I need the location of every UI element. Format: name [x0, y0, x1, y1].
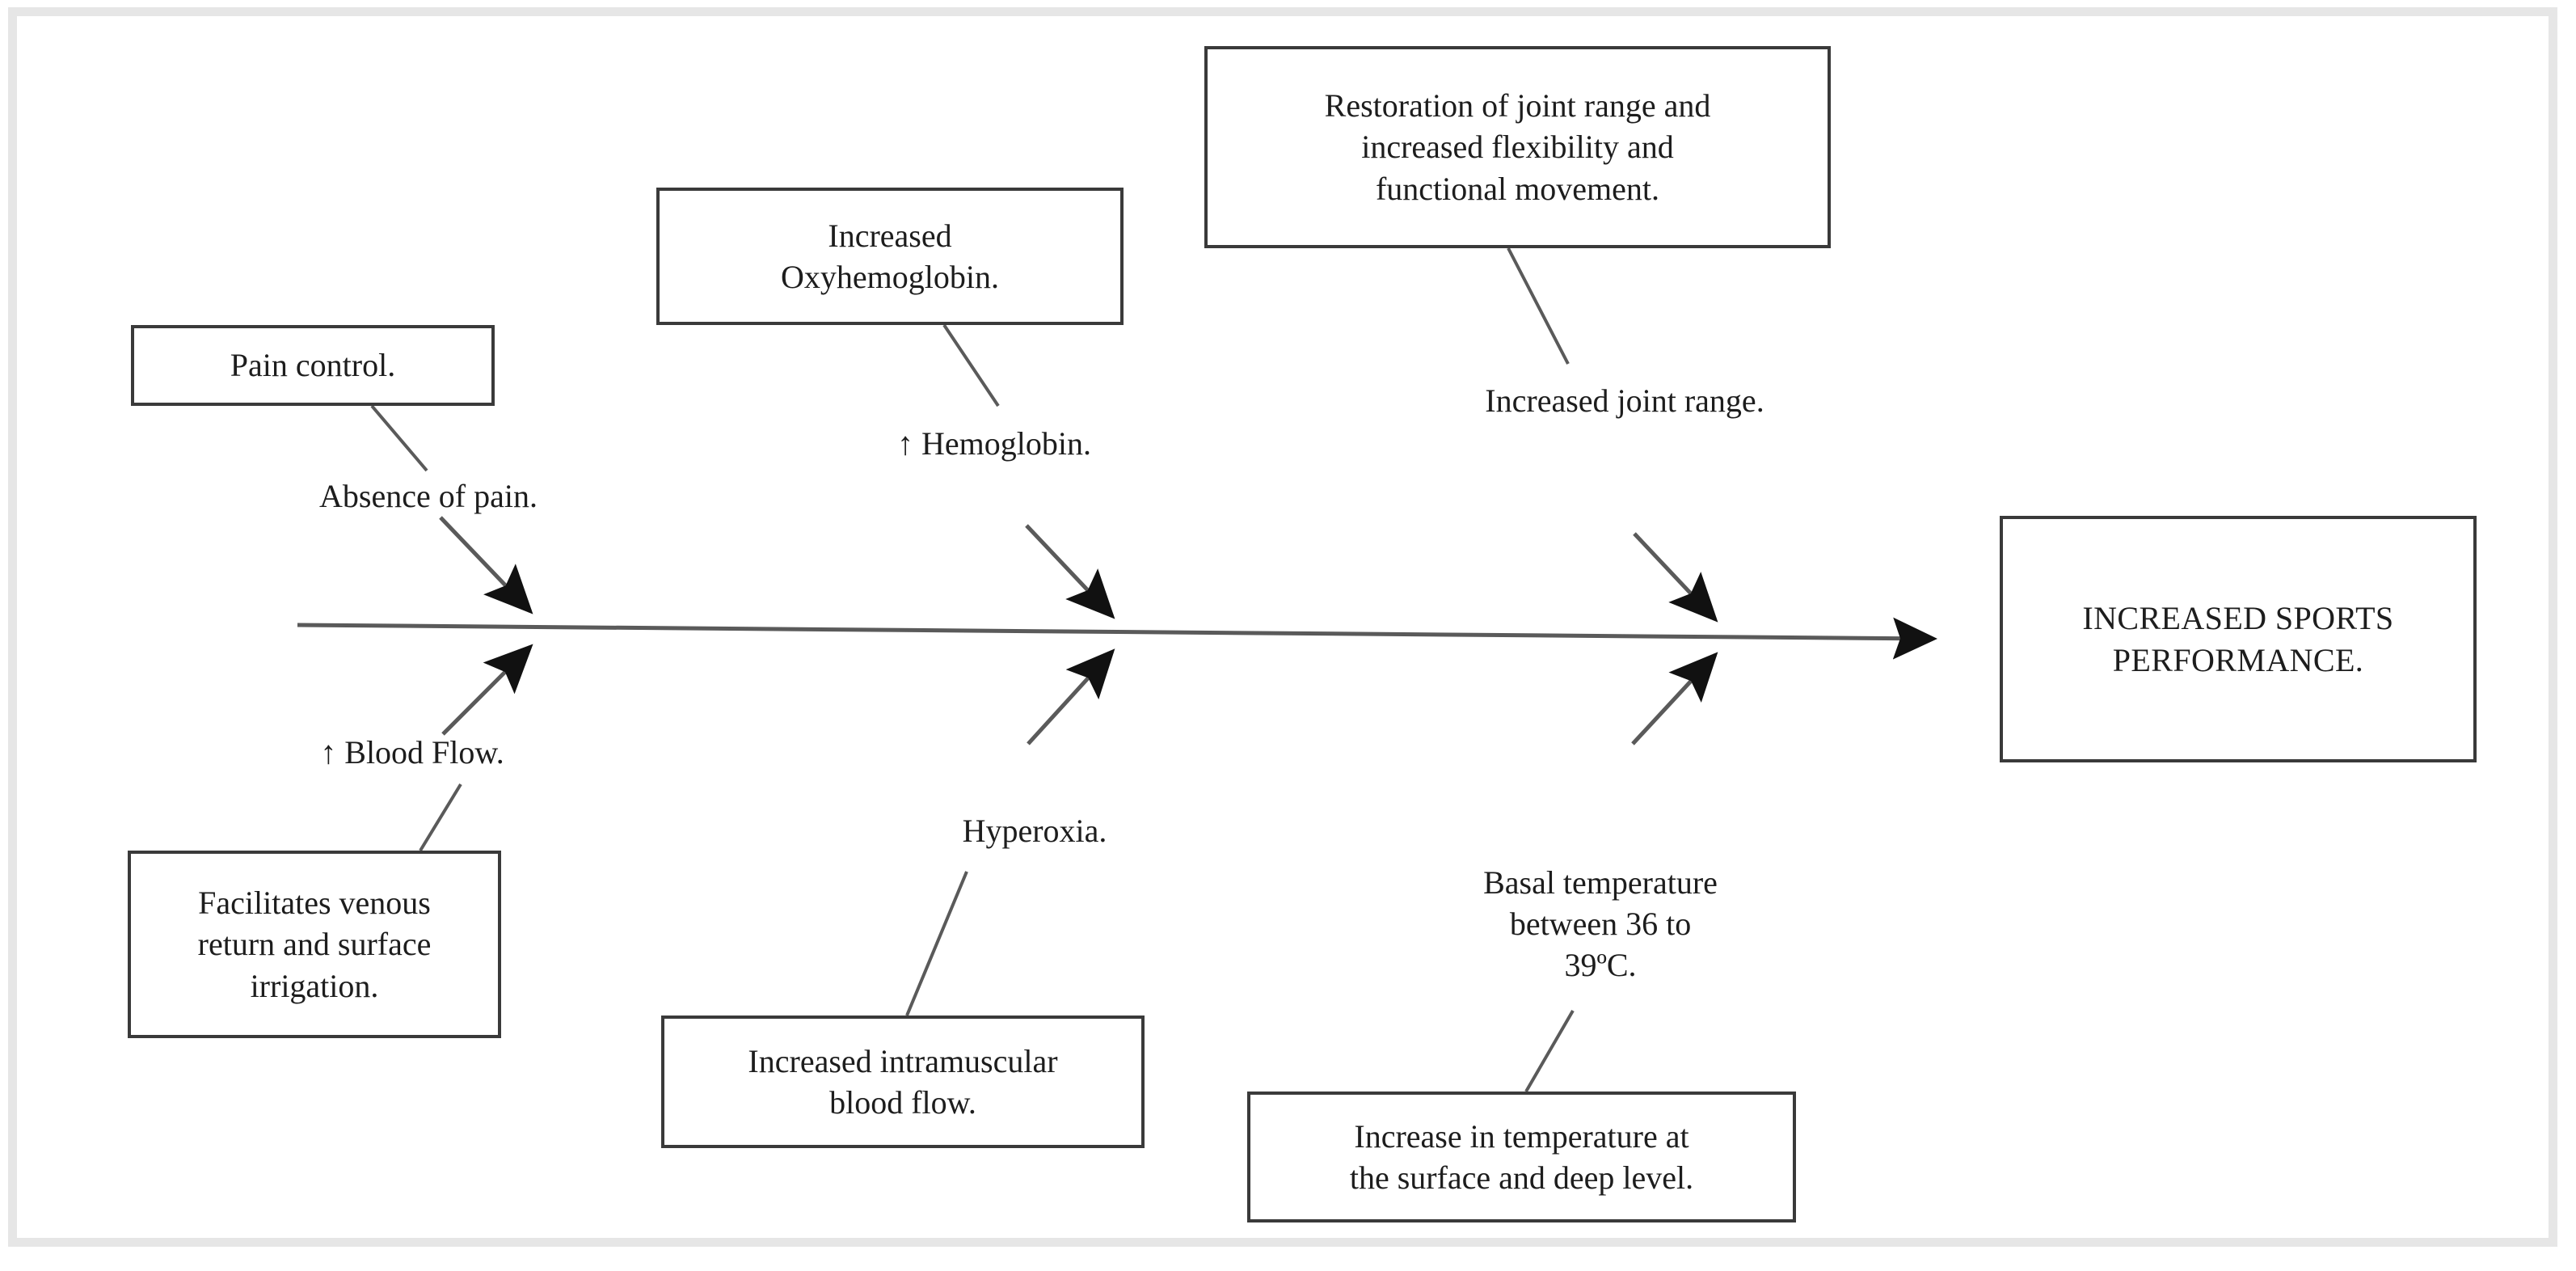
cause-box-increase-in-temperature-label: Increase in temperature at the surface a… — [1349, 1117, 1694, 1196]
bone-line-hemoglobin — [1025, 524, 1115, 619]
cause-box-venous-return-label: Facilitates venous return and surface ir… — [197, 885, 432, 1004]
leader-pain-control — [370, 404, 428, 472]
cause-box-restoration-joint-range[interactable]: Restoration of joint range and increased… — [1204, 46, 1831, 248]
leader-temperature — [1524, 1009, 1575, 1093]
cause-box-pain-control[interactable]: Pain control. — [131, 325, 495, 406]
bone-label-blood-flow: ↑ Blood Flow. — [320, 734, 504, 771]
bone-label-hyperoxia: Hyperoxia. — [962, 813, 1107, 849]
bone-label-absence-of-pain: Absence of pain. — [319, 478, 538, 514]
cause-box-venous-return[interactable]: Facilitates venous return and surface ir… — [128, 851, 501, 1038]
bone-line-pain — [439, 516, 533, 614]
effect-box-increased-sports-performance[interactable]: INCREASED SPORTS PERFORMANCE. — [2000, 516, 2477, 762]
bone-label-basal-temperature: Basal temperature between 36 to 39ºC. — [1483, 864, 1718, 984]
cause-box-intramuscular-blood-flow-label: Increased intramuscular blood flow. — [748, 1042, 1058, 1121]
cause-box-intramuscular-blood-flow[interactable]: Increased intramuscular blood flow. — [661, 1016, 1145, 1148]
bone-line-blood-flow — [441, 644, 533, 736]
leader-venous-return — [419, 783, 462, 852]
leader-oxyhemoglobin — [942, 323, 1000, 407]
effect-box-label: INCREASED SPORTS PERFORMANCE. — [2082, 600, 2394, 678]
bone-line-hyperoxia — [1027, 648, 1115, 745]
bone-line-temperature — [1631, 652, 1718, 745]
cause-box-increased-oxyhemoglobin-label: Increased Oxyhemoglobin. — [781, 217, 999, 295]
bone-label-hemoglobin: ↑ Hemoglobin. — [897, 425, 1091, 462]
leader-intramuscular — [905, 871, 968, 1016]
leader-restoration — [1507, 247, 1570, 365]
bone-label-increased-joint-range: Increased joint range. — [1485, 382, 1764, 419]
cause-box-increase-in-temperature[interactable]: Increase in temperature at the surface a… — [1247, 1092, 1796, 1222]
spine-line — [297, 617, 1937, 660]
cause-box-increased-oxyhemoglobin[interactable]: Increased Oxyhemoglobin. — [656, 188, 1124, 325]
bone-line-joint-range — [1633, 532, 1718, 623]
cause-box-pain-control-label: Pain control. — [230, 347, 396, 384]
cause-box-restoration-joint-range-label: Restoration of joint range and increased… — [1324, 87, 1711, 207]
